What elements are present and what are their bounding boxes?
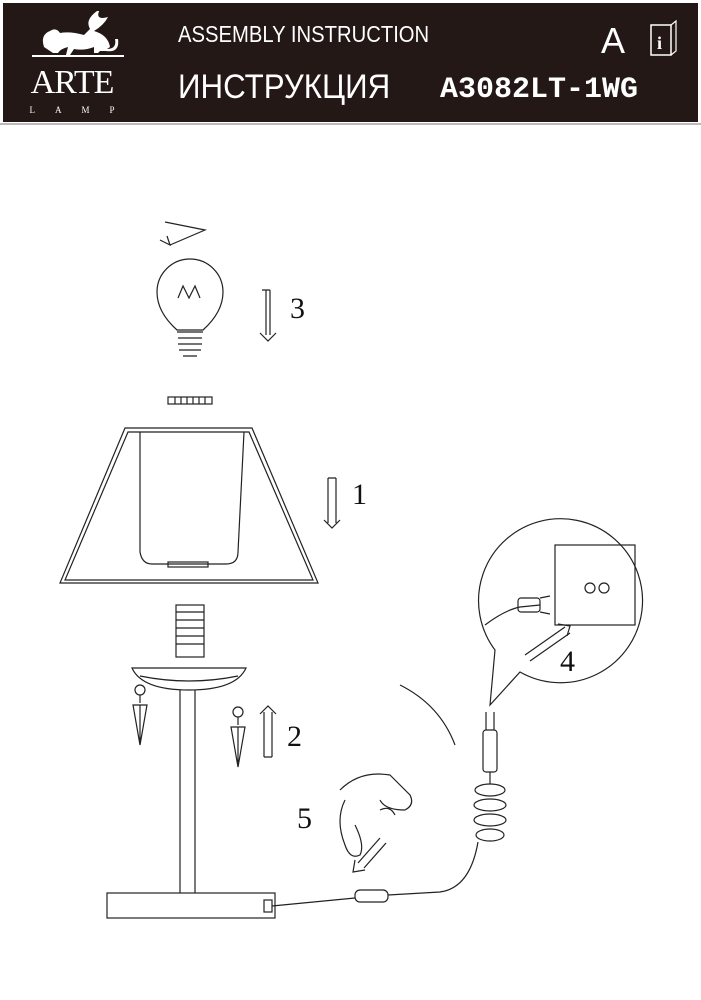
rotate-arrow-icon: [159, 221, 208, 247]
plug: [482, 712, 498, 773]
hand-pressing-switch: [339, 684, 456, 857]
arte-lamp-logo: ARTE LAMP: [17, 9, 137, 121]
cord-switch: [354, 889, 389, 903]
version-letter: A: [601, 20, 626, 61]
svg-text:i: i: [657, 33, 662, 53]
arrow-step5: [352, 837, 387, 873]
power-cord: [271, 772, 507, 907]
lamp-stem: [179, 690, 196, 893]
title-english: ASSEMBLY INSTRUCTION: [178, 21, 430, 47]
header-divider: [0, 123, 701, 125]
winged-lion-icon: [32, 9, 124, 57]
arrow-down-step3: [259, 289, 277, 342]
title-russian: ИНСТРУКЦИЯ: [178, 68, 391, 106]
lamp-base: [106, 892, 276, 919]
socket-callout: [477, 518, 644, 707]
arrow-up-step2: [259, 705, 277, 758]
arrow-step4: [524, 623, 571, 662]
step-5-label: 5: [297, 802, 312, 835]
step-4-label: 4: [560, 645, 575, 678]
logo-wordmark: ARTE: [30, 64, 115, 101]
step-3-label: 3: [290, 292, 305, 325]
arrow-down-step1: [323, 477, 341, 529]
step-2-label: 2: [287, 720, 302, 753]
logo-subtitle: LAMP: [29, 105, 135, 115]
light-bulb: [156, 258, 224, 357]
lamp-socket: [175, 604, 205, 658]
crystal-pendant-right: [230, 706, 246, 768]
instruction-book-icon: i: [650, 19, 677, 56]
model-number: A3082LT-1WG: [440, 73, 639, 107]
lamp-shade: [59, 427, 319, 584]
lamp-plate: [131, 667, 247, 691]
shade-ring: [167, 396, 213, 405]
wall-socket: [554, 544, 636, 626]
header-banner: ARTE LAMP ASSEMBLY INSTRUCTION ИНСТРУКЦИ…: [3, 3, 698, 122]
crystal-pendant-left: [132, 684, 148, 746]
step-1-label: 1: [352, 478, 367, 511]
